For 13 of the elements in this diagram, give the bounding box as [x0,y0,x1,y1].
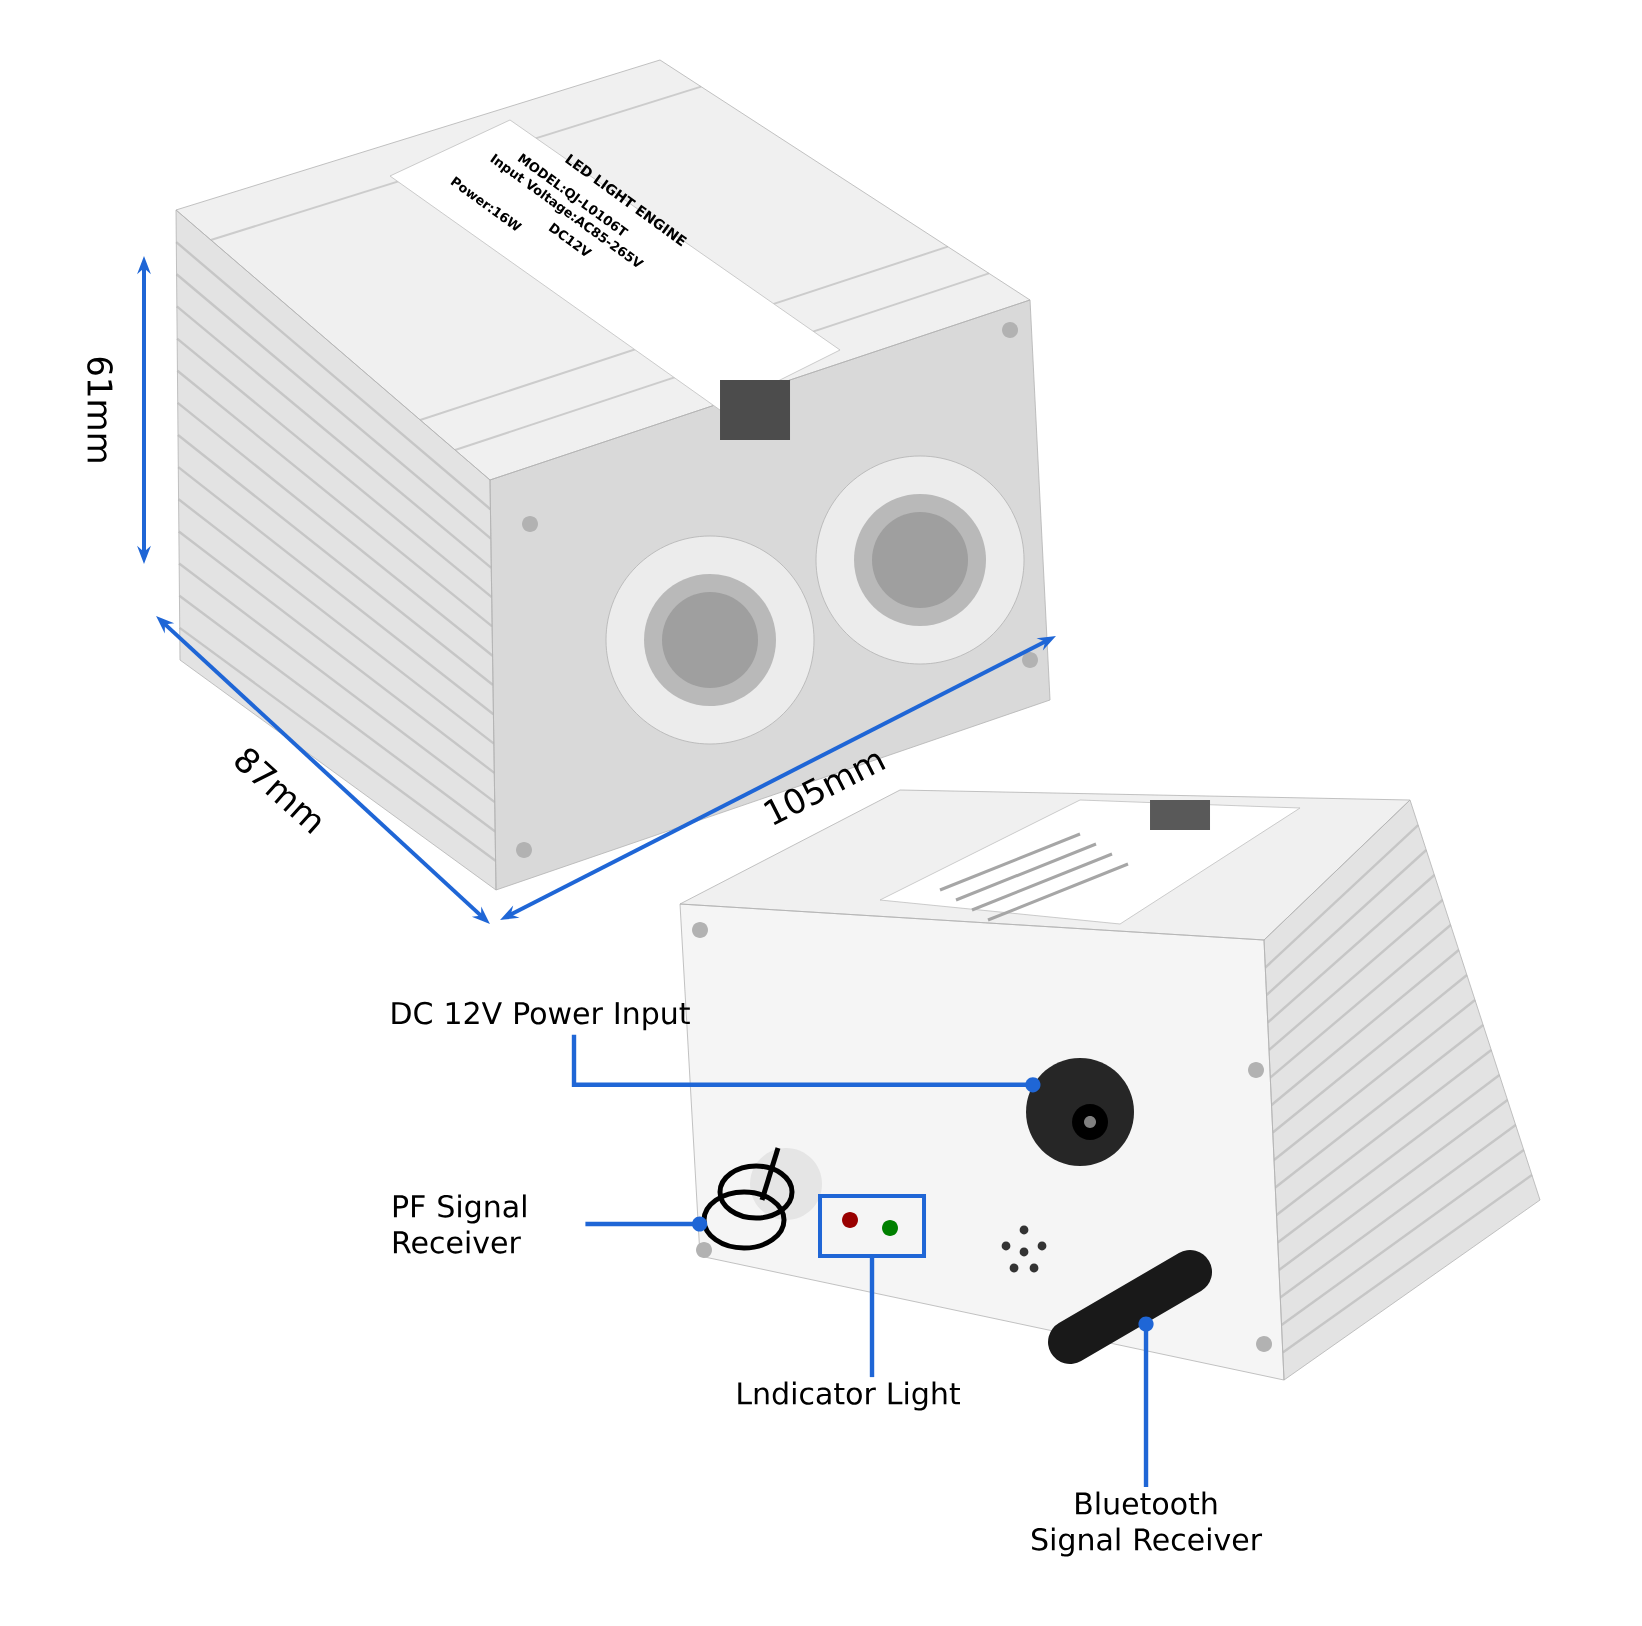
callout-text: Lndicator Light [738,1381,960,1411]
dimension-label: 61mm [87,357,113,462]
leader-line [869,1258,875,1378]
callout-text: DC 12V Power Input [392,1001,690,1031]
power-jack [1026,1058,1134,1166]
leader-line [585,1216,708,1232]
leader-line [571,1034,1041,1093]
coil-antenna [701,1147,822,1251]
leader-line [1138,1316,1154,1488]
callout-text: PF Signal Receiver [393,1194,526,1254]
antenna-stick [1048,1250,1212,1364]
indicator-lights [818,1194,926,1258]
callout-text: Bluetooth Signal Receiver [1032,1491,1263,1557]
